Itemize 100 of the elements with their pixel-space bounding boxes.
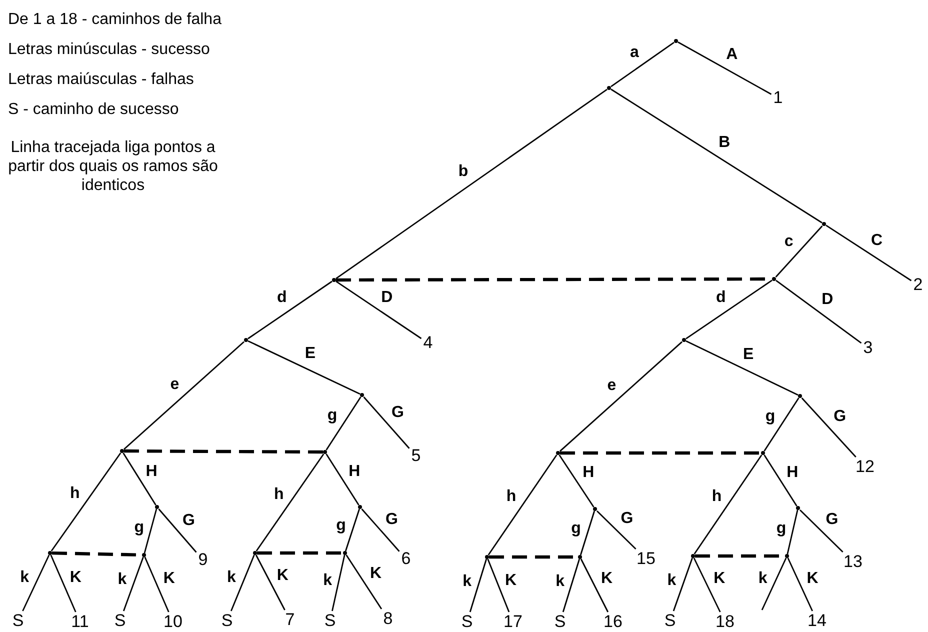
branch-point [155,505,159,509]
edge-label: g [327,408,338,424]
leaf-label: S [460,613,474,631]
branch-point [772,277,776,281]
branch-line [488,454,558,556]
edge-label: k [667,572,676,589]
branch-line [562,558,580,612]
branch-line [693,558,721,612]
branch-point [761,451,765,455]
edge-label: G [182,512,195,529]
edge-label: D [822,292,834,308]
edge-label: g [134,520,144,536]
branch-line [336,88,608,280]
branch-point [798,394,802,398]
branch-point [244,338,248,342]
branch-line [672,558,693,612]
leaf-label: 3 [862,339,874,357]
edge-label: k [758,570,768,587]
branch-line [678,42,772,95]
branch-line [787,558,814,612]
branch-line [248,280,332,340]
edge-label: k [20,570,30,586]
branch-line [346,554,382,610]
branch-point [120,449,124,453]
note-text: Linha tracejada liga pontos a partir dos quais os ramos são identicos [7,138,219,195]
leaf-label: S [113,612,127,630]
edge-label: k [323,572,332,589]
edge-label: H [146,464,158,480]
leaf-label: 14 [806,612,828,630]
edge-label: K [370,566,382,582]
branch-point [360,393,364,397]
leaf-label: 10 [162,613,184,631]
branch-line [326,396,362,450]
edge-label: c [784,234,794,250]
edge-label: H [348,464,360,480]
branch-line [580,558,609,612]
edge-label: K [70,570,82,586]
edge-label: G [620,511,634,528]
leaf-label: 8 [382,610,394,628]
note-text: Letras minúsculas - sucesso [8,40,210,59]
branch-point [607,86,611,90]
edge-label: K [600,571,613,588]
edge-label: h [70,486,80,502]
edge-label: b [458,164,468,180]
leaf-label: 17 [502,613,524,631]
edge-label: B [718,135,730,152]
branch-line [230,554,255,612]
branch-point [691,554,695,558]
edge-label: K [276,568,288,584]
branch-point [142,553,146,557]
edge-label: C [870,232,882,248]
leaf-label: 13 [842,553,864,571]
branch-line [50,554,76,612]
leaf-label: 12 [854,458,876,476]
branch-line [332,554,346,612]
branch-point [796,506,800,510]
branch-point [253,551,257,555]
edge-label: g [571,521,581,538]
branch-line [801,398,856,458]
branch-line [363,396,410,449]
edge-label: g [765,409,776,426]
branch-point [343,551,347,555]
branch-line [124,341,244,450]
branch-line [158,508,197,553]
branch-point [323,450,327,454]
edge-label: k [118,572,127,588]
edge-label: g [776,521,786,538]
branch-line [487,558,510,612]
leaf-label: 6 [400,550,412,568]
edge-label: G [826,512,838,528]
leaf-label: 11 [70,613,90,631]
branch-line [776,280,862,344]
leaf-label: 15 [636,550,656,568]
branch-line [610,88,822,224]
edge-label: H [582,465,594,482]
branch-line [610,42,674,88]
leaf-label: 1 [772,89,784,107]
branch-line [764,398,800,452]
branch-point [578,555,582,559]
edge-label: e [170,377,180,394]
leaf-label: 5 [410,447,422,465]
branch-line [686,280,772,340]
edge-label: G [834,409,846,426]
branch-line [144,556,170,612]
branch-point [682,338,686,342]
branch-point [332,278,336,282]
branch-line [558,454,594,508]
branch-point [822,222,826,226]
branch-line [826,224,912,282]
branch-line [764,454,798,506]
branch-point [358,505,362,509]
edge-label: D [381,290,393,306]
dashed-link [560,451,761,455]
note-text: Letras maiúsculas - falhas [8,70,194,89]
branch-line [122,452,156,506]
edge-label: a [630,44,639,61]
branch-line [469,558,488,612]
branch-line [786,510,798,554]
branch-line [255,554,286,610]
edge-label: E [304,346,316,362]
